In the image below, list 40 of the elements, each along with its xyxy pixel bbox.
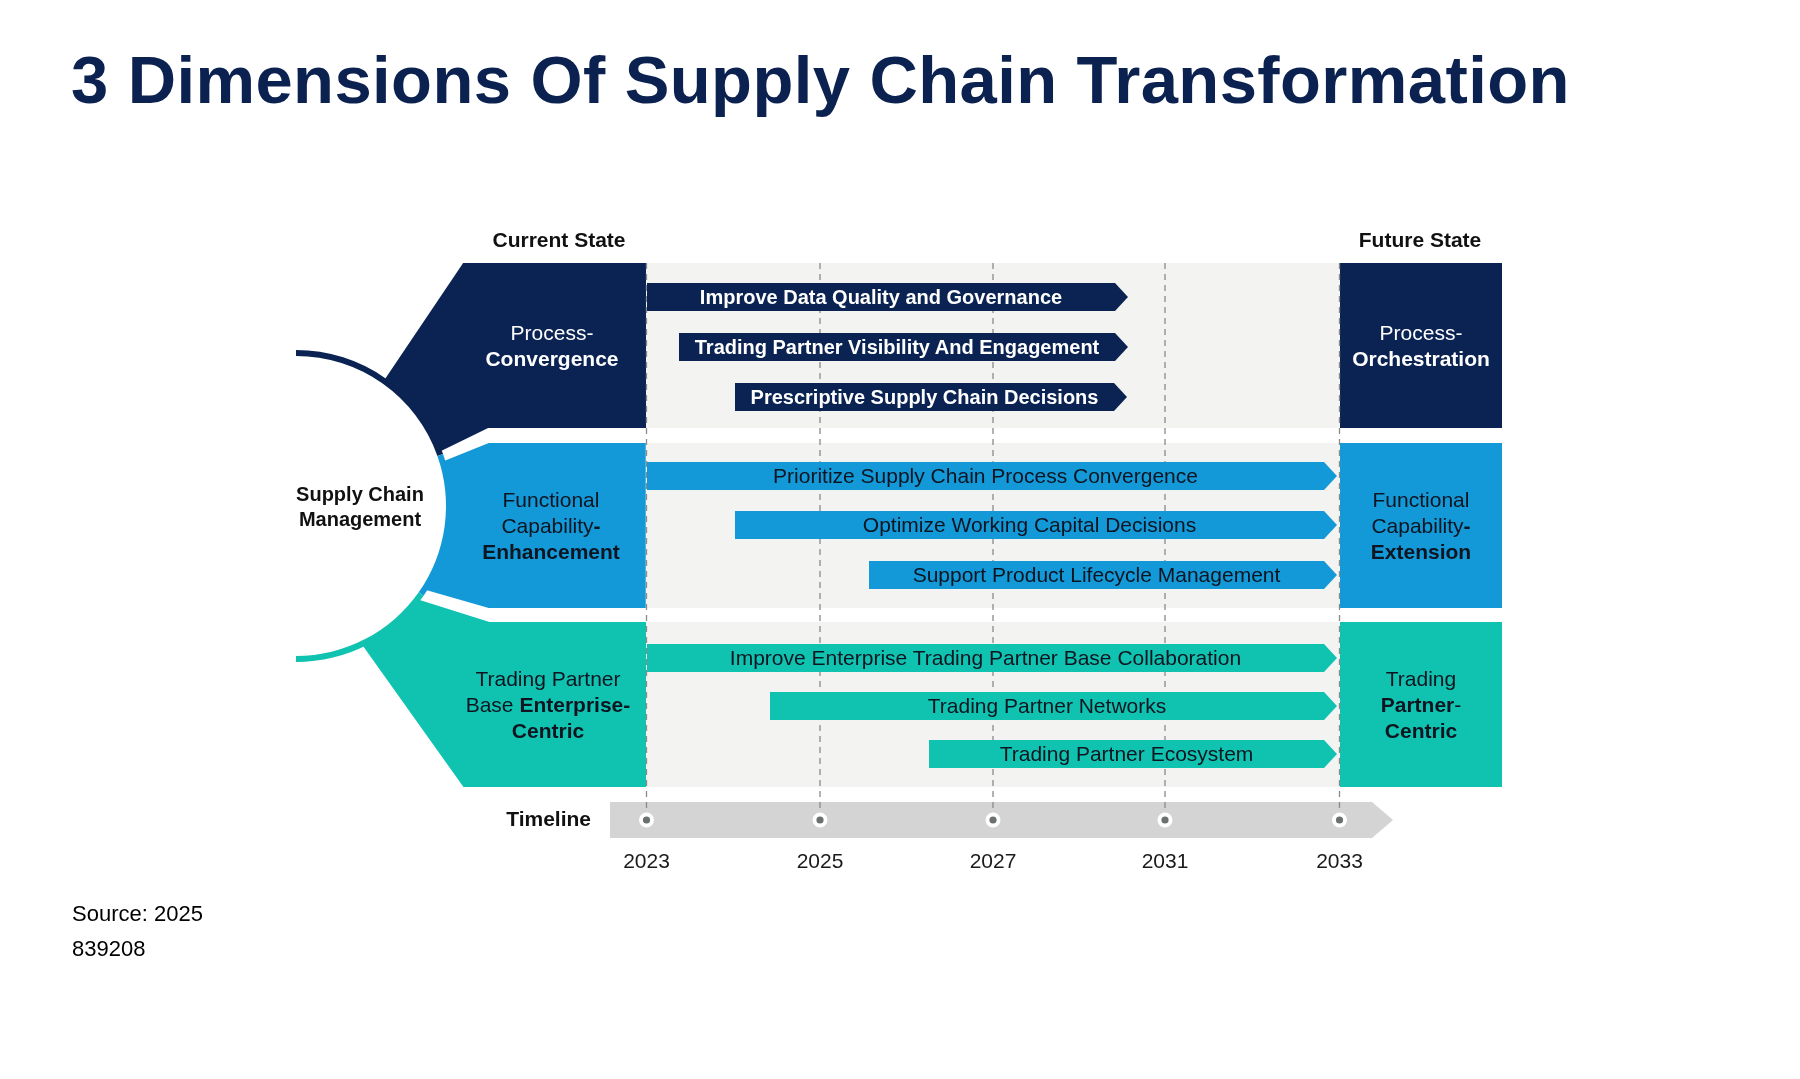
bar-label: Trading Partner Visibility And Engagement bbox=[694, 335, 1100, 359]
bar-label: Prioritize Supply Chain Process Convergence bbox=[773, 464, 1198, 488]
source-note: Source: 2025 bbox=[72, 900, 203, 928]
page-title: 3 Dimensions Of Supply Chain Transformation bbox=[71, 41, 1570, 119]
stage-shape bbox=[362, 600, 646, 787]
year-label: 2023 bbox=[623, 848, 670, 874]
bar-label: Support Product Lifecycle Management bbox=[912, 563, 1281, 587]
year-label: 2027 bbox=[969, 848, 1017, 874]
timeline-label: Timeline bbox=[506, 806, 591, 832]
bar-label: Improve Data Quality and Governance bbox=[699, 285, 1063, 309]
stage-label: Process-Convergence bbox=[484, 319, 620, 372]
column-heading: Current State bbox=[492, 227, 626, 253]
chevron-bar bbox=[929, 740, 1337, 768]
hub-label: Supply Chain Management bbox=[294, 482, 426, 532]
bar-label: Trading Partner Ecosystem bbox=[999, 742, 1254, 766]
bar-label: Optimize Working Capital Decisions bbox=[862, 513, 1197, 537]
stage-label: Trading Partner Base Enterprise-Centric bbox=[464, 665, 632, 744]
chevron-bar bbox=[770, 692, 1337, 720]
stage-box bbox=[1340, 263, 1502, 428]
chevron-bar bbox=[735, 511, 1337, 539]
bar-label: Improve Enterprise Trading Partner Base Collaboration bbox=[729, 646, 1242, 670]
year-label: 2031 bbox=[1141, 848, 1189, 874]
stage-label: Trading Partner-Centric bbox=[1379, 665, 1463, 744]
bar-label: Trading Partner Networks bbox=[927, 694, 1167, 718]
chevron-bar bbox=[869, 561, 1337, 589]
stage-box bbox=[1340, 443, 1502, 608]
stage-box bbox=[1340, 622, 1502, 787]
document-id: 839208 bbox=[72, 935, 146, 963]
year-label: 2025 bbox=[796, 848, 844, 874]
column-heading: Future State bbox=[1358, 227, 1482, 253]
chevron-bar bbox=[735, 383, 1127, 411]
stage-label: Functional Capability-Enhancement bbox=[481, 486, 621, 565]
chevron-bar bbox=[647, 283, 1128, 311]
stage-label: Process-Orchestration bbox=[1351, 319, 1491, 372]
chevron-bar bbox=[647, 644, 1337, 672]
bar-label: Prescriptive Supply Chain Decisions bbox=[750, 385, 1099, 409]
stage-label: Functional Capability-Extension bbox=[1369, 486, 1473, 565]
chevron-bar bbox=[647, 462, 1337, 490]
chevron-bar bbox=[679, 333, 1128, 361]
year-label: 2033 bbox=[1316, 848, 1363, 874]
